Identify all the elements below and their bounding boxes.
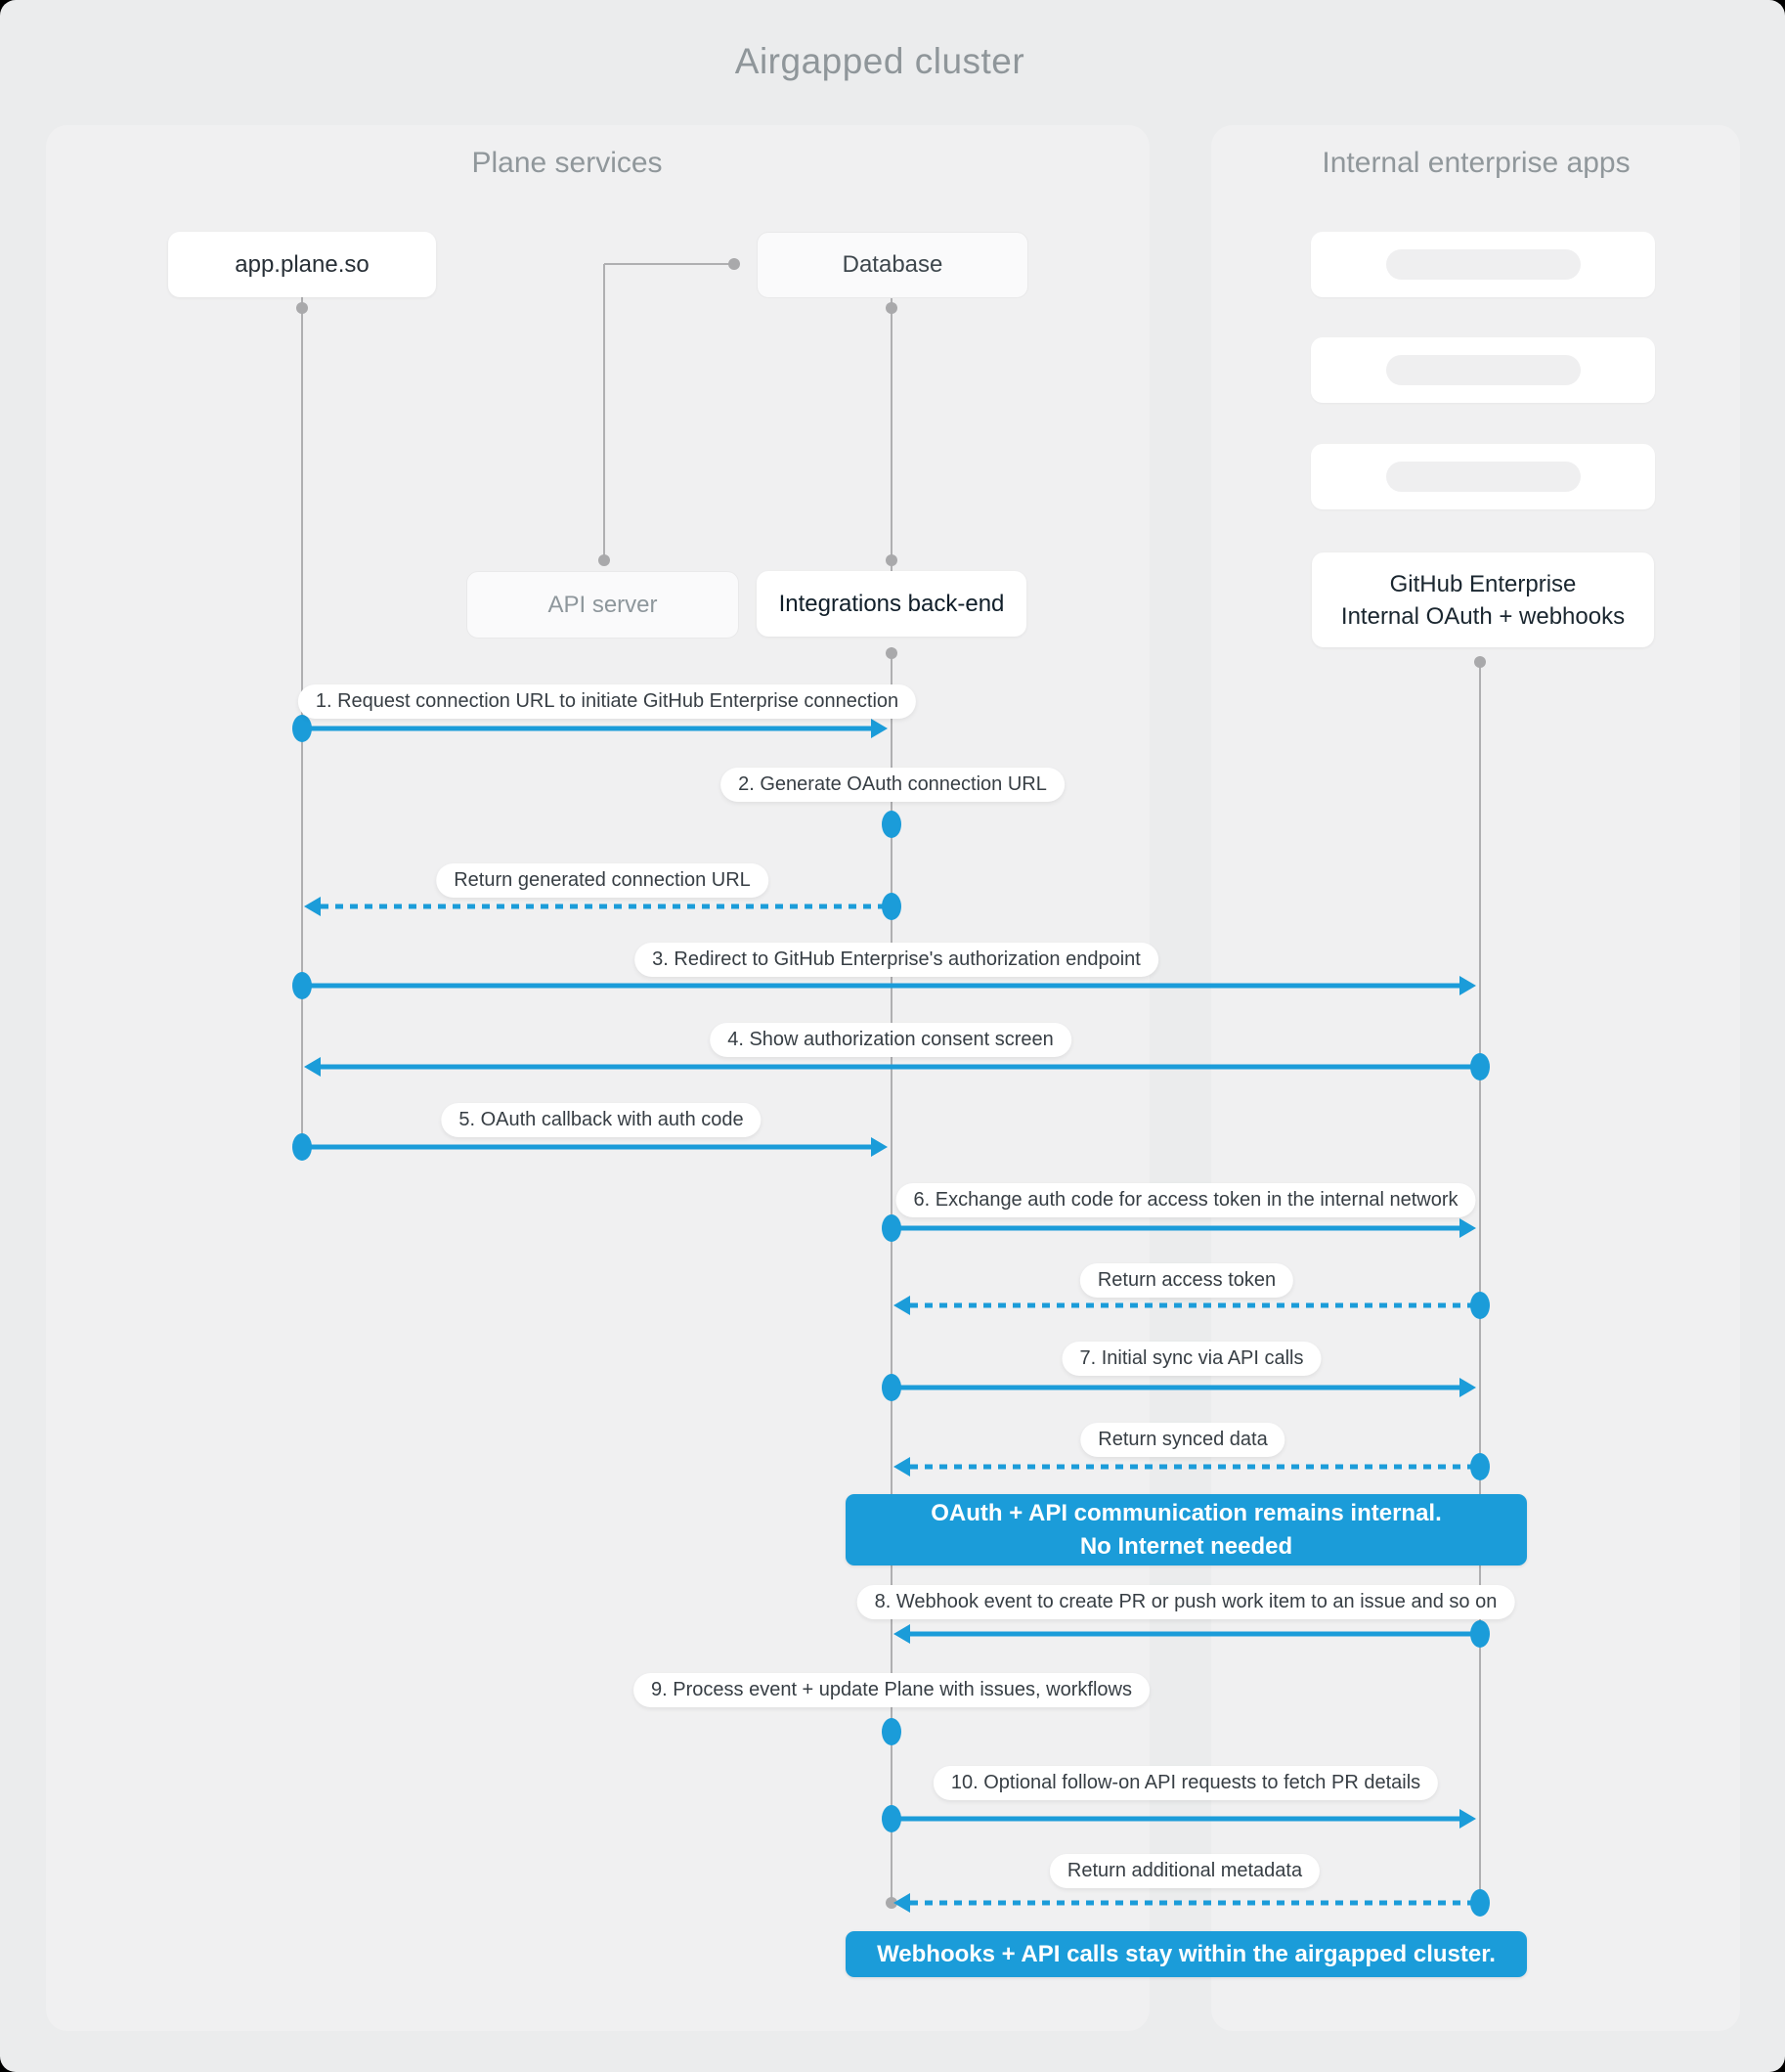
endpoint-dot: [886, 302, 897, 314]
return-3-arrow: [910, 1464, 1480, 1470]
activation-dot: [882, 811, 901, 838]
banner-line: Webhooks + API calls stay within the air…: [877, 1940, 1496, 1967]
return-1-label: Return generated connection URL: [436, 863, 768, 898]
message-6-arrow: [892, 1225, 1459, 1231]
activation-dot: [882, 1718, 901, 1745]
skeleton-app-card: [1311, 232, 1655, 297]
banner-line: OAuth + API communication remains intern…: [931, 1499, 1442, 1526]
lifeline-integrations-backend: [891, 647, 892, 1903]
message-7-arrow: [892, 1385, 1459, 1390]
actor-app-plane-so: app.plane.so: [168, 232, 436, 297]
message-1-label: 1. Request connection URL to initiate Gi…: [297, 684, 917, 719]
lifeline-github-enterprise: [1479, 662, 1481, 1903]
arrowhead-left: [893, 1457, 910, 1477]
message-3-arrow: [302, 983, 1459, 989]
activation-dot: [882, 1805, 901, 1832]
endpoint-dot: [886, 647, 897, 659]
actor-database: Database: [757, 232, 1028, 298]
arrowhead-right: [1459, 976, 1476, 995]
activation-dot: [1470, 1453, 1490, 1480]
endpoint-dot: [1474, 656, 1486, 668]
return-2-label: Return access token: [1079, 1263, 1294, 1298]
connector-api-server-vertical: [603, 264, 605, 560]
activation-dot: [292, 715, 312, 742]
arrowhead-left: [304, 897, 321, 916]
activation-dot: [1470, 1292, 1490, 1319]
activation-dot: [882, 893, 901, 920]
message-9-label: 9. Process event + update Plane with iss…: [633, 1673, 1150, 1707]
banner-internal-communication: OAuth + API communication remains intern…: [846, 1494, 1527, 1565]
endpoint-dot: [886, 554, 897, 566]
arrowhead-right: [1459, 1378, 1476, 1397]
skeleton-text-pill: [1385, 249, 1581, 280]
arrowhead-right: [871, 719, 888, 738]
panel-plane-services: [46, 125, 1150, 2031]
banner-line: No Internet needed: [1079, 1532, 1293, 1560]
message-7-label: 7. Initial sync via API calls: [1062, 1342, 1322, 1376]
arrowhead-right: [1459, 1218, 1476, 1238]
message-3-label: 3. Redirect to GitHub Enterprise's autho…: [634, 943, 1158, 977]
activation-dot: [292, 972, 312, 999]
connector-api-server-horizontal: [604, 263, 734, 265]
activation-dot: [1470, 1889, 1490, 1917]
arrowhead-right: [871, 1137, 888, 1157]
return-4-arrow: [910, 1900, 1480, 1906]
skeleton-app-card: [1311, 444, 1655, 509]
activation-dot: [1470, 1053, 1490, 1080]
message-5-label: 5. OAuth callback with auth code: [441, 1103, 762, 1137]
arrowhead-left: [893, 1296, 910, 1315]
message-10-label: 10. Optional follow-on API requests to f…: [933, 1766, 1439, 1800]
diagram-title: Airgapped cluster: [734, 41, 1025, 81]
arrowhead-right: [1459, 1809, 1476, 1829]
activation-dot: [292, 1133, 312, 1161]
actor-api-server: API server: [466, 571, 739, 639]
endpoint-dot: [728, 258, 740, 270]
endpoint-dot: [296, 302, 308, 314]
return-2-arrow: [910, 1302, 1480, 1308]
message-4-label: 4. Show authorization consent screen: [710, 1023, 1071, 1057]
message-6-label: 6. Exchange auth code for access token i…: [895, 1183, 1476, 1217]
message-1-arrow: [302, 726, 871, 731]
activation-dot: [882, 1374, 901, 1401]
panel-internal-apps-header: Internal enterprise apps: [1322, 147, 1631, 179]
return-4-label: Return additional metadata: [1049, 1854, 1321, 1888]
endpoint-dot: [598, 554, 610, 566]
message-5-arrow: [302, 1144, 871, 1150]
github-label-line1: GitHub Enterprise: [1389, 570, 1577, 597]
message-8-label: 8. Webhook event to create PR or push wo…: [856, 1585, 1515, 1619]
arrowhead-left: [893, 1624, 910, 1644]
message-10-arrow: [892, 1816, 1459, 1822]
panel-plane-services-header: Plane services: [471, 147, 663, 179]
activation-dot: [1470, 1620, 1490, 1648]
banner-airgapped-cluster: Webhooks + API calls stay within the air…: [846, 1931, 1527, 1977]
actor-github-enterprise: GitHub Enterprise Internal OAuth + webho…: [1312, 552, 1654, 647]
message-2-label: 2. Generate OAuth connection URL: [720, 768, 1065, 802]
skeleton-text-pill: [1385, 355, 1581, 385]
message-4-arrow: [321, 1064, 1480, 1070]
activation-dot: [882, 1214, 901, 1242]
lifeline-database: [891, 296, 892, 571]
arrowhead-left: [304, 1057, 321, 1077]
return-1-arrow: [321, 904, 892, 909]
arrowhead-left: [893, 1893, 910, 1913]
github-label-line2: Internal OAuth + webhooks: [1340, 602, 1626, 630]
message-8-arrow: [910, 1631, 1480, 1637]
skeleton-app-card: [1311, 337, 1655, 403]
skeleton-text-pill: [1385, 462, 1581, 492]
actor-integrations-backend: Integrations back-end: [757, 571, 1026, 637]
return-3-label: Return synced data: [1080, 1423, 1285, 1457]
